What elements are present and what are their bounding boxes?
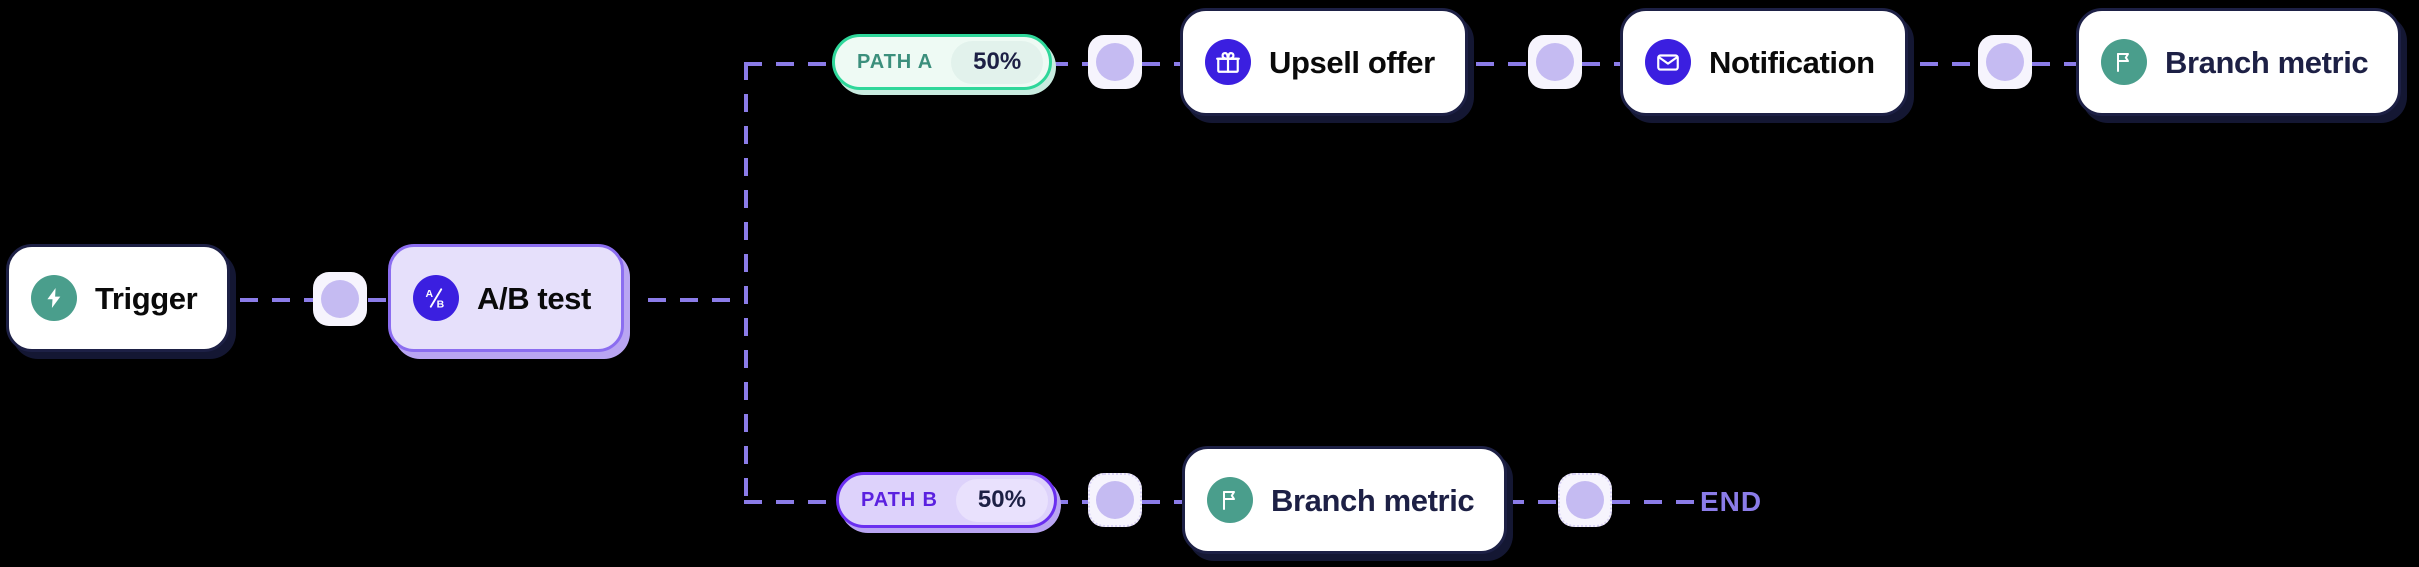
envelope-icon xyxy=(1645,39,1691,85)
node-upsell-offer[interactable]: Upsell offer xyxy=(1180,8,1468,116)
node-notification[interactable]: Notification xyxy=(1620,8,1908,116)
path-a-percent: 50% xyxy=(951,40,1044,84)
node-branch-metric-b-label: Branch metric xyxy=(1271,482,1475,518)
node-upsell-offer-label: Upsell offer xyxy=(1269,44,1435,80)
node-trigger[interactable]: Trigger xyxy=(6,244,231,352)
link-connector-to-end xyxy=(1612,500,1694,504)
path-a-name: PATH A xyxy=(857,50,934,73)
node-trigger-label: Trigger xyxy=(95,280,198,316)
link-connector-to-notification xyxy=(1582,62,1622,66)
connector-pathb-branchmetric[interactable] xyxy=(1088,473,1142,527)
link-trigger-to-connector xyxy=(240,298,318,302)
link-connector-to-upsell xyxy=(1142,62,1182,66)
node-branch-metric-a[interactable]: Branch metric xyxy=(2076,8,2402,116)
end-marker: END xyxy=(1700,486,1763,517)
flag-icon xyxy=(2101,39,2147,85)
path-pill-a[interactable]: PATH A 50% xyxy=(832,34,1053,90)
link-branchmetric-b-to-connector xyxy=(1474,500,1560,504)
lightning-bolt-icon xyxy=(31,275,77,321)
link-abtest-trunk xyxy=(648,298,748,302)
connector-upsell-notification[interactable] xyxy=(1528,35,1582,89)
node-ab-test-label: A/B test xyxy=(477,280,591,316)
path-b-percent: 50% xyxy=(955,478,1048,522)
connector-trigger-abtest[interactable] xyxy=(313,272,367,326)
svg-text:B: B xyxy=(437,298,445,310)
link-branch-to-pathb xyxy=(744,500,836,504)
connector-patha-upsell[interactable] xyxy=(1088,35,1142,89)
link-patha-to-connector xyxy=(1018,62,1090,66)
connector-notification-branchmetric[interactable] xyxy=(1978,35,2032,89)
gift-icon xyxy=(1205,39,1251,85)
link-upsell-to-connector xyxy=(1444,62,1530,66)
node-ab-test[interactable]: A B A/B test xyxy=(388,244,624,352)
connector-branchmetric-end[interactable] xyxy=(1558,473,1612,527)
node-branch-metric-a-label: Branch metric xyxy=(2165,44,2369,80)
path-pill-b[interactable]: PATH B 50% xyxy=(836,472,1057,528)
link-branch-vertical xyxy=(744,62,748,504)
flag-icon xyxy=(1207,477,1253,523)
link-branch-to-patha xyxy=(744,62,836,66)
link-connector-to-branchmetric-a xyxy=(2032,62,2078,66)
ab-split-icon: A B xyxy=(413,275,459,321)
node-branch-metric-b[interactable]: Branch metric xyxy=(1182,446,1508,554)
link-notification-to-connector xyxy=(1888,62,1980,66)
path-b-name: PATH B xyxy=(861,488,938,511)
svg-text:A: A xyxy=(426,288,434,300)
link-connector-to-abtest xyxy=(368,298,390,302)
node-notification-label: Notification xyxy=(1709,44,1875,80)
link-connector-to-branchmetric-b xyxy=(1142,500,1186,504)
